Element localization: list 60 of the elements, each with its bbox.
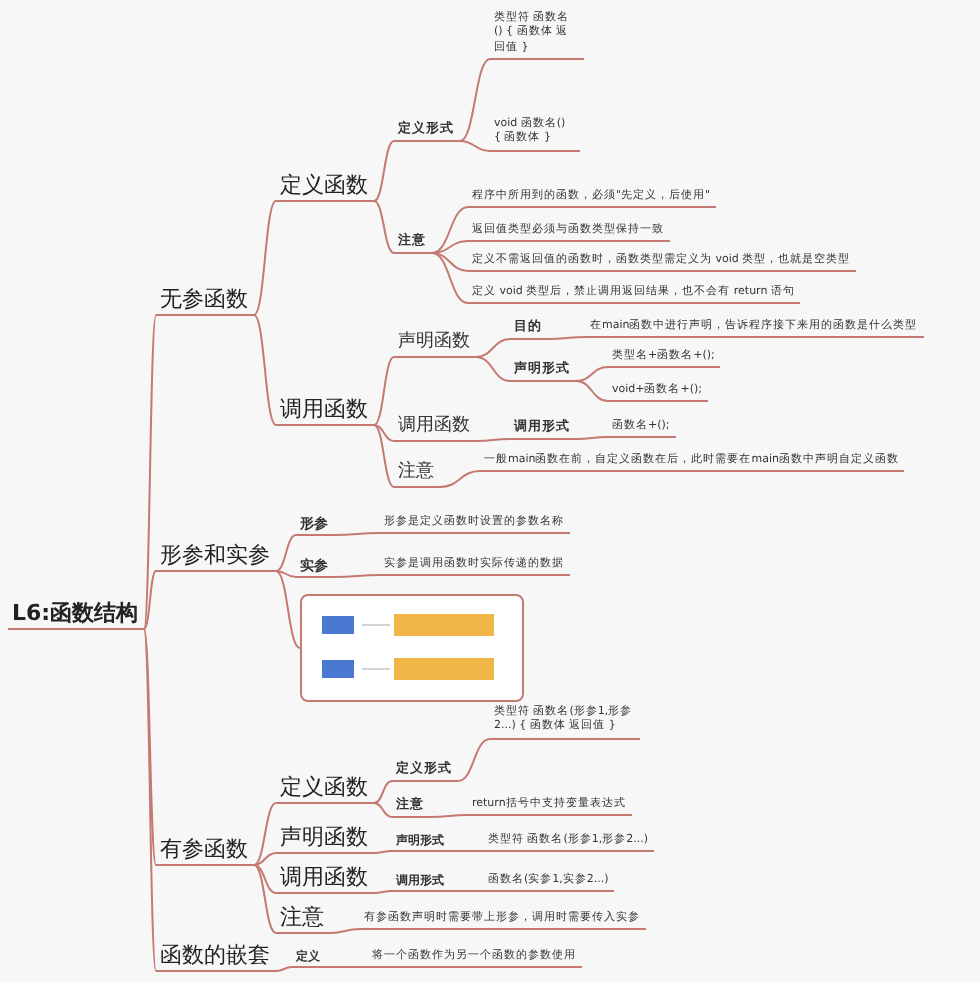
connector-line (457, 738, 491, 782)
connector-line (439, 470, 481, 488)
connector-line (459, 140, 491, 152)
connector-line (143, 628, 157, 972)
connector-line (373, 424, 395, 442)
connector-line (373, 200, 395, 254)
connector-line (329, 928, 361, 934)
connector-line (253, 852, 277, 866)
branch-label: 无参函数 (156, 286, 254, 317)
branch-label: 声明函数 (394, 332, 476, 358)
branch-label: 形参和实参 (156, 542, 276, 573)
connector-line (431, 206, 469, 254)
connector-line (275, 570, 301, 649)
connector-line (431, 240, 469, 254)
branch-label: 定义函数 (276, 774, 374, 805)
connector-line (373, 140, 395, 202)
connector-line (475, 438, 511, 442)
connector-line (143, 570, 157, 630)
connector-line (575, 436, 609, 440)
connector-line (373, 356, 395, 426)
branch-label: 声明函数 (276, 824, 374, 855)
connector-line (431, 252, 469, 304)
connector-line (449, 890, 485, 892)
connector-line (253, 314, 277, 426)
connector-line (431, 252, 469, 272)
connector-line (475, 338, 511, 358)
connector-line (275, 570, 297, 578)
branch-label: L6:函数结构 (8, 600, 145, 631)
branch-label: 调用函数 (394, 416, 476, 442)
connector-line (275, 534, 297, 572)
connector-line (575, 366, 609, 382)
connector-line (373, 850, 393, 854)
branch-label: 注意 (276, 904, 330, 935)
connector-line (459, 58, 491, 142)
connector-line (333, 532, 381, 536)
connector-line (143, 314, 157, 630)
connector-line (475, 356, 511, 382)
connector-line (143, 628, 157, 866)
branch-label: 注意 (394, 462, 440, 488)
branch-label: 有参函数 (156, 836, 254, 867)
connector-line (253, 802, 277, 866)
connector-line (373, 890, 393, 894)
diagram-picture (300, 594, 524, 702)
connector-line (275, 966, 293, 972)
branch-label: 函数的嵌套 (156, 942, 276, 973)
connector-line (253, 864, 277, 894)
branch-label: 调用函数 (276, 864, 374, 895)
connector-line (253, 864, 277, 934)
connector-line (429, 814, 469, 818)
connector-line (373, 424, 395, 488)
connector-line (373, 802, 393, 818)
connector-line (333, 574, 381, 578)
connector-line (325, 966, 369, 968)
connector-line (575, 380, 609, 402)
connector-line (449, 850, 485, 852)
branch-label: 调用函数 (276, 396, 374, 427)
connector-line (547, 336, 587, 340)
connector-line (373, 780, 393, 804)
connector-line (253, 200, 277, 316)
branch-label: 定义函数 (276, 172, 374, 203)
